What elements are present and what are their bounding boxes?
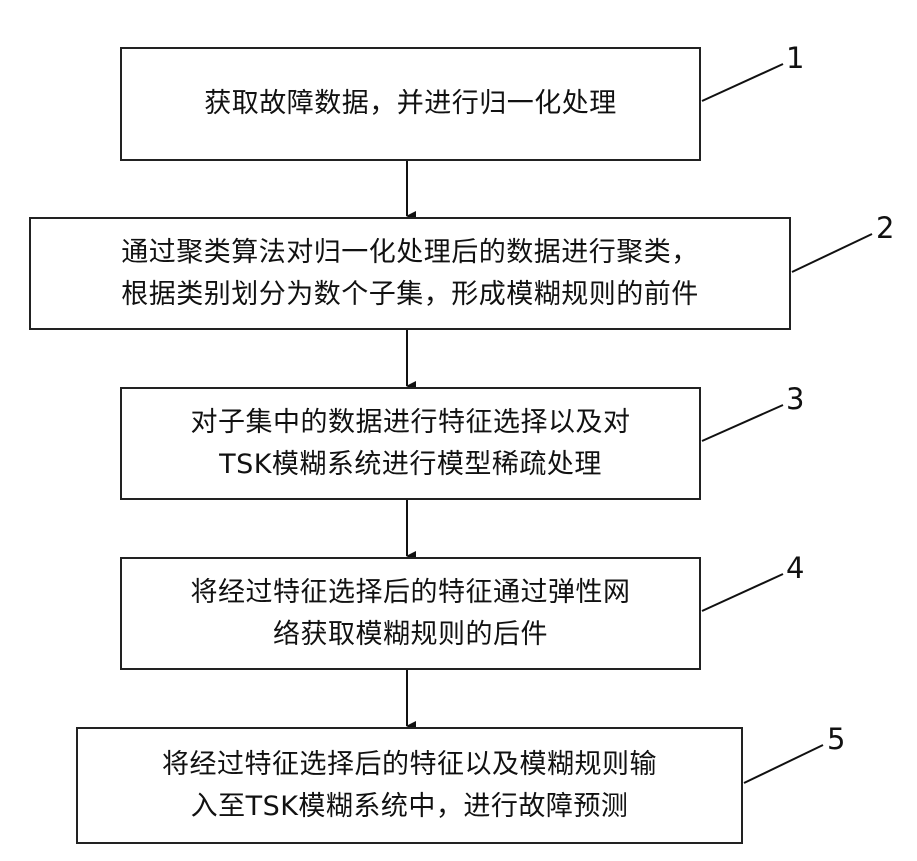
- reference-number-4: 4: [786, 552, 804, 584]
- leader-line-1: [702, 64, 783, 101]
- step-box-1: 获取故障数据，并进行归一化处理: [120, 47, 701, 161]
- reference-number-1: 1: [786, 42, 804, 74]
- reference-number-2: 2: [876, 212, 894, 244]
- step-box-3: 对子集中的数据进行特征选择以及对 TSK模糊系统进行模型稀疏处理: [120, 387, 701, 500]
- reference-number-5: 5: [827, 723, 845, 755]
- step-4-line-2: 络获取模糊规则的后件: [273, 614, 548, 656]
- step-1-line-1: 获取故障数据，并进行归一化处理: [204, 83, 617, 125]
- reference-number-3: 3: [786, 383, 804, 415]
- leader-line-4: [702, 574, 783, 611]
- step-2-line-1: 通过聚类算法对归一化处理后的数据进行聚类，: [121, 232, 699, 274]
- step-box-5: 将经过特征选择后的特征以及模糊规则输 入至TSK模糊系统中，进行故障预测: [76, 727, 743, 844]
- step-3-line-2: TSK模糊系统进行模型稀疏处理: [219, 444, 602, 486]
- step-5-line-1: 将经过特征选择后的特征以及模糊规则输: [162, 744, 657, 786]
- leader-line-2: [792, 234, 872, 272]
- leader-line-5: [744, 745, 823, 783]
- step-5-line-2: 入至TSK模糊系统中，进行故障预测: [191, 786, 629, 828]
- leader-line-3: [702, 405, 783, 441]
- step-box-4: 将经过特征选择后的特征通过弹性网 络获取模糊规则的后件: [120, 557, 701, 670]
- step-2-line-2: 根据类别划分为数个子集，形成模糊规则的前件: [121, 274, 699, 316]
- step-3-line-1: 对子集中的数据进行特征选择以及对: [191, 402, 631, 444]
- step-box-2: 通过聚类算法对归一化处理后的数据进行聚类， 根据类别划分为数个子集，形成模糊规则…: [29, 217, 791, 330]
- step-4-line-1: 将经过特征选择后的特征通过弹性网: [191, 572, 631, 614]
